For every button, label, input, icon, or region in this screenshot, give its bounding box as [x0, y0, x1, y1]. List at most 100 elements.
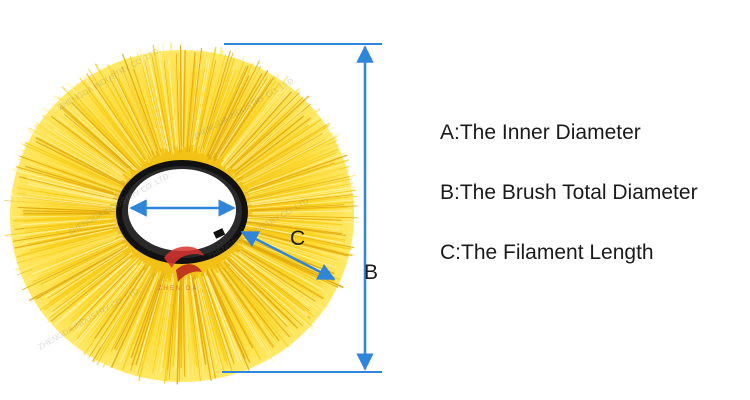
- bristle-strand: [29, 149, 123, 190]
- bristle-strand: [202, 276, 233, 364]
- bristle-strand: [152, 279, 171, 374]
- bristle-strand: [246, 178, 352, 202]
- bristle-strand: [246, 201, 355, 211]
- bristle-strand: [184, 283, 188, 366]
- bristle-strand: [100, 81, 151, 162]
- bristle-strand: [21, 240, 126, 291]
- bristle-strand: [41, 246, 123, 293]
- bristle-strand: [77, 264, 138, 333]
- bristle-strand: [43, 115, 132, 179]
- bristle-strand: [144, 281, 167, 370]
- bristle-strand: [184, 277, 190, 379]
- bristle-strand: [42, 126, 129, 181]
- bristle-strand: [31, 237, 117, 270]
- bristle-strand: [27, 225, 121, 245]
- bristle-strand: [184, 53, 191, 147]
- bristle-strand: [199, 50, 231, 153]
- bristle-strand: [35, 137, 125, 185]
- bristle-strand: [8, 222, 117, 238]
- bristle-strand: [153, 282, 171, 379]
- bristle-strand: [203, 61, 237, 154]
- bristle-strand: [117, 76, 153, 151]
- bristle-strand: [112, 69, 156, 158]
- bristle-strand: [221, 82, 281, 161]
- bristle-strand: [162, 43, 175, 146]
- bristle-strand: [27, 183, 120, 203]
- bristle-strand: [96, 268, 152, 366]
- bristle-strand: [43, 243, 124, 286]
- bristle-strand: [231, 103, 304, 170]
- bristle-strand: [176, 276, 182, 385]
- bristle-strand: [162, 279, 175, 369]
- bristle-strand: [213, 69, 269, 162]
- bristle-strand: [148, 278, 168, 364]
- logo-caption: ZHEN DA: [158, 286, 199, 292]
- bristle-strand: [247, 194, 354, 208]
- bristle-strand: [50, 252, 123, 299]
- bristle-strand: [223, 261, 291, 338]
- bristle-strand: [198, 273, 226, 363]
- bristle-strand: [201, 272, 235, 364]
- bristle-strand: [194, 279, 214, 374]
- bristle-strand: [163, 281, 176, 384]
- bristle-strand: [19, 155, 123, 194]
- bristle-strand: [61, 86, 136, 165]
- bristle-strand: [94, 63, 149, 156]
- bristle-strand: [152, 44, 173, 155]
- bristle-strand: [220, 87, 283, 166]
- bristle-strand: [230, 95, 310, 169]
- bristle-strand: [16, 230, 116, 258]
- bristle-strand: [192, 58, 208, 146]
- bristle-strand: [92, 269, 144, 344]
- bristle-strand: [138, 274, 167, 381]
- bristle-strand: [70, 257, 136, 321]
- bristle-strand: [44, 246, 129, 298]
- bristle-strand: [58, 115, 131, 174]
- bristle-strand: [22, 210, 110, 214]
- bristle-strand: [186, 52, 196, 152]
- bristle-strand: [172, 61, 180, 151]
- bristle-strand: [30, 163, 122, 195]
- bristle-strand: [75, 263, 143, 348]
- bristle-strand: [89, 269, 142, 338]
- bristle-strand: [13, 224, 116, 242]
- bristle-strand: [129, 56, 162, 150]
- bristle-strand: [227, 262, 288, 328]
- bristle-strand: [215, 76, 258, 153]
- bristle-strand: [206, 270, 246, 360]
- bristle-strand: [206, 65, 249, 157]
- bristle-strand: [49, 256, 128, 319]
- bristle-strand: [45, 120, 124, 174]
- bristle-strand: [130, 279, 160, 359]
- bristle-strand: [17, 158, 116, 192]
- bristle-strand: [197, 272, 227, 374]
- bristle-strand: [227, 87, 301, 166]
- bristle-strand: [234, 111, 303, 170]
- bristle-strand: [216, 272, 263, 348]
- bristle-strand: [220, 76, 275, 157]
- bristle-strand: [35, 141, 127, 187]
- bristle-strand: [190, 273, 207, 365]
- bristle-strand: [27, 185, 112, 202]
- bristle-strand: [63, 113, 129, 169]
- bristle-strand: [244, 216, 360, 224]
- bristle-strand: [193, 46, 217, 152]
- bristle-strand: [248, 152, 346, 190]
- bristle-strand: [229, 265, 295, 338]
- bristle-strand: [245, 214, 359, 219]
- bristle-strand: [229, 96, 304, 168]
- bristle-strand: [251, 206, 348, 212]
- bristle-strand: [93, 265, 152, 363]
- bristle-strand: [210, 268, 254, 349]
- bristle-strand: [251, 216, 342, 221]
- filament-length-arrow: [240, 230, 336, 281]
- bristle-strand: [15, 166, 118, 196]
- bristle-strand: [118, 72, 157, 156]
- bristle-strand: [71, 257, 140, 326]
- bristle-strand: [221, 269, 282, 350]
- bristle-strand: [22, 225, 118, 244]
- bristle-strand: [130, 275, 163, 371]
- bristle-strand: [204, 55, 245, 156]
- bristle-strand: [24, 207, 115, 212]
